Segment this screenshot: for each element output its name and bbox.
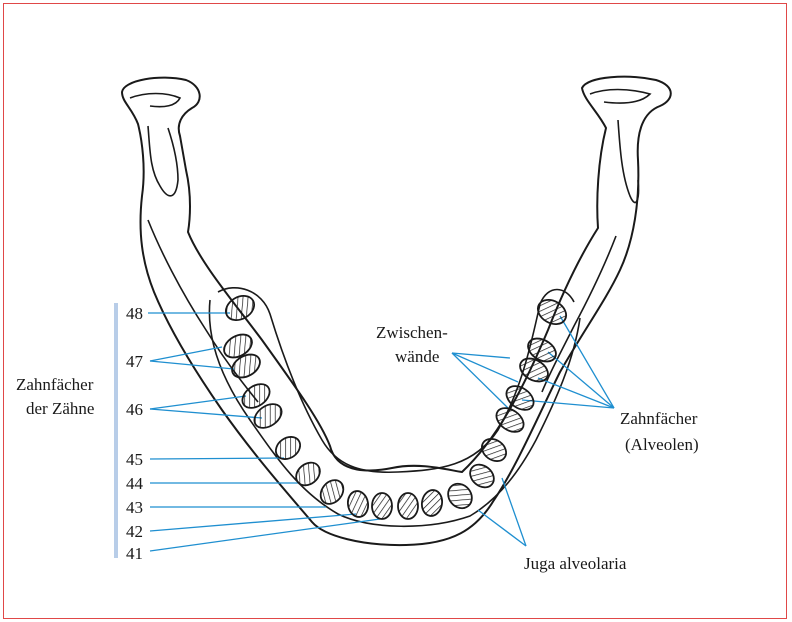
label-teeth-sockets-line1: Zahnfächer (16, 375, 94, 394)
label-43: 43 (126, 498, 143, 517)
label-alveoli-line1: Zahnfächer (620, 409, 698, 428)
label-42: 42 (126, 522, 143, 541)
label-44: 44 (126, 474, 144, 493)
label-septa-line1: Zwischen- (376, 323, 448, 342)
label-alveoli-line2: (Alveolen) (625, 435, 699, 454)
teeth-bracket (114, 303, 118, 558)
label-46: 46 (126, 400, 143, 419)
label-47: 47 (126, 352, 144, 371)
socket-41 (372, 493, 392, 519)
label-teeth-sockets-line2: der Zähne (26, 399, 94, 418)
label-41: 41 (126, 544, 143, 563)
label-45: 45 (126, 450, 143, 469)
mandible-outline (122, 77, 671, 545)
label-48: 48 (126, 304, 143, 323)
label-septa-line2: wände (395, 347, 439, 366)
socket-31 (398, 493, 418, 519)
label-juga-alveolaria: Juga alveolaria (524, 554, 627, 573)
